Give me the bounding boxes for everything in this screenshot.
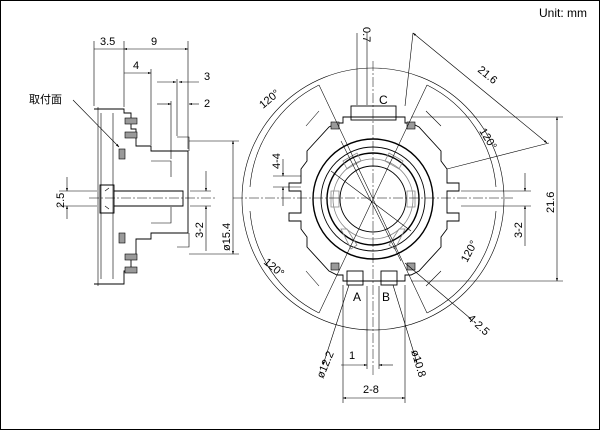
terminal-bottom-2: [124, 266, 138, 274]
dim-2-8-ext: [342, 285, 406, 403]
detent-features: [330, 152, 416, 250]
side-pin-head: [99, 184, 115, 214]
angle-top-left-label: 120°: [257, 87, 282, 111]
terminal-front-2: [406, 121, 416, 130]
dim-3-label: 3: [204, 71, 210, 83]
side-inner-lines: [100, 113, 114, 279]
pin-b-label: B: [382, 290, 390, 304]
mounting-surface-label: 取付面: [29, 93, 62, 106]
mounting-surface-leader: [72, 99, 120, 148]
terminal-front-3: [330, 262, 340, 271]
dim-2-label: 2: [204, 98, 210, 110]
dim-4-4-label: 4-4: [271, 153, 283, 169]
angle-arc-bottom-right: [426, 210, 497, 314]
dim-3-2-front-label: 3-2: [513, 222, 525, 238]
dim-2-5-ext: [59, 190, 97, 207]
angle-arc-bottom-left: [249, 210, 320, 314]
side-shaft: [114, 190, 184, 207]
dim-21-6-right-ext: [411, 116, 563, 282]
dim-4-2-5-label: 4-2.5: [465, 312, 492, 338]
terminal-top-1: [124, 117, 138, 125]
unit-label: Unit: mm: [539, 6, 587, 20]
dim-3-2-front-ext: [461, 190, 531, 207]
dim-3-5-label: 3.5: [100, 36, 115, 48]
dim-9-label: 9: [151, 36, 157, 48]
angle-left-label: 120°: [261, 256, 286, 280]
dim-4-2-5-leader: [404, 262, 472, 320]
terminal-mid-1: [118, 148, 126, 160]
dim-21-6-diag-line: [412, 32, 548, 144]
pin-b-block: [380, 270, 398, 286]
pin-c-block: [350, 105, 397, 121]
front-plate-outline: [288, 116, 460, 282]
dim-12-2-label: ø12.2: [315, 350, 337, 381]
terminal-bottom-1: [124, 253, 138, 261]
dim-21-6-diag-label: 21.6: [475, 64, 499, 87]
dim-21-6-right-label: 21.6: [545, 192, 557, 213]
dim-4-label: 4: [133, 60, 139, 72]
front-view: C A B 0.7 21.6 21.6 3-2 4-4 4-2.5 ø12.2 …: [233, 27, 563, 403]
side-ext-lines-top: [93, 41, 189, 149]
pin-c-label: C: [379, 93, 388, 107]
side-step-lines: [177, 136, 190, 248]
angle-arc-top-left: [249, 84, 320, 188]
side-right-ext: [189, 140, 239, 255]
terminal-front-4: [406, 262, 416, 271]
side-pin-chamfer: [104, 187, 110, 210]
dim-2-8-label: 2-8: [363, 384, 379, 396]
dim-1-ext: [366, 286, 380, 369]
dim-0-7-label: 0.7: [360, 27, 372, 42]
dim-1-label: 1: [349, 350, 355, 362]
side-view: 取付面 3.5 9 4 3 2 2.5 3-2 ø15.4: [29, 36, 239, 286]
cross-hatch-lines: [330, 140, 412, 262]
dim-15-4-label: ø15.4: [221, 223, 233, 251]
terminal-front-1: [330, 121, 340, 130]
terminal-top-2: [124, 131, 138, 139]
dim-2-5-label: 2.5: [55, 193, 67, 208]
dim-0-7-ext: [356, 33, 368, 105]
side-detail-lines: [151, 160, 172, 224]
dim-4-4-ext: [273, 175, 301, 188]
dim-12-2-leader: [322, 284, 350, 366]
pin-a-label: A: [353, 290, 361, 304]
angle-lower-right-label: 120°: [459, 239, 480, 265]
angle-right-label: 120°: [476, 126, 498, 152]
pin-a-block: [346, 270, 364, 286]
terminal-mid-2: [118, 232, 126, 244]
side-body-outline: [94, 108, 189, 285]
dim-21-6-diag-ext: [404, 32, 550, 170]
radial-lines: [318, 84, 428, 314]
dim-3-2-side-label: 3-2: [194, 222, 206, 238]
dim-10-8-label: ø10.8: [408, 348, 428, 378]
